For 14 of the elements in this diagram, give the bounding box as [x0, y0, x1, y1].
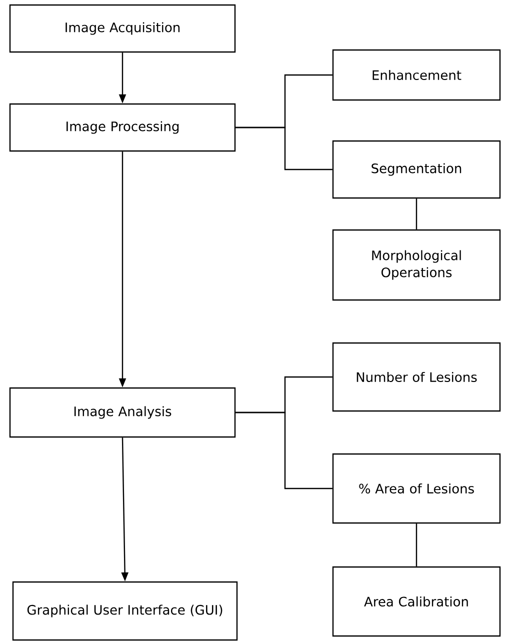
- process-box: Enhancement: [332, 49, 501, 101]
- process-box: Image Analysis: [9, 387, 236, 438]
- connector: [236, 126, 332, 170]
- process-box: % Area of Lesions: [332, 453, 501, 524]
- process-box: Graphical User Interface (GUI): [12, 581, 238, 641]
- process-box: Segmentation: [332, 140, 501, 199]
- process-box: Morphological Operations: [332, 229, 501, 301]
- process-box: Area Calibration: [332, 566, 501, 637]
- connector: [416, 198, 418, 230]
- process-box: Image Acquisition: [9, 4, 236, 53]
- process-box: Image Processing: [9, 103, 236, 152]
- connector: [236, 412, 332, 490]
- connector: [416, 524, 418, 566]
- process-box: Number of Lesions: [332, 342, 501, 412]
